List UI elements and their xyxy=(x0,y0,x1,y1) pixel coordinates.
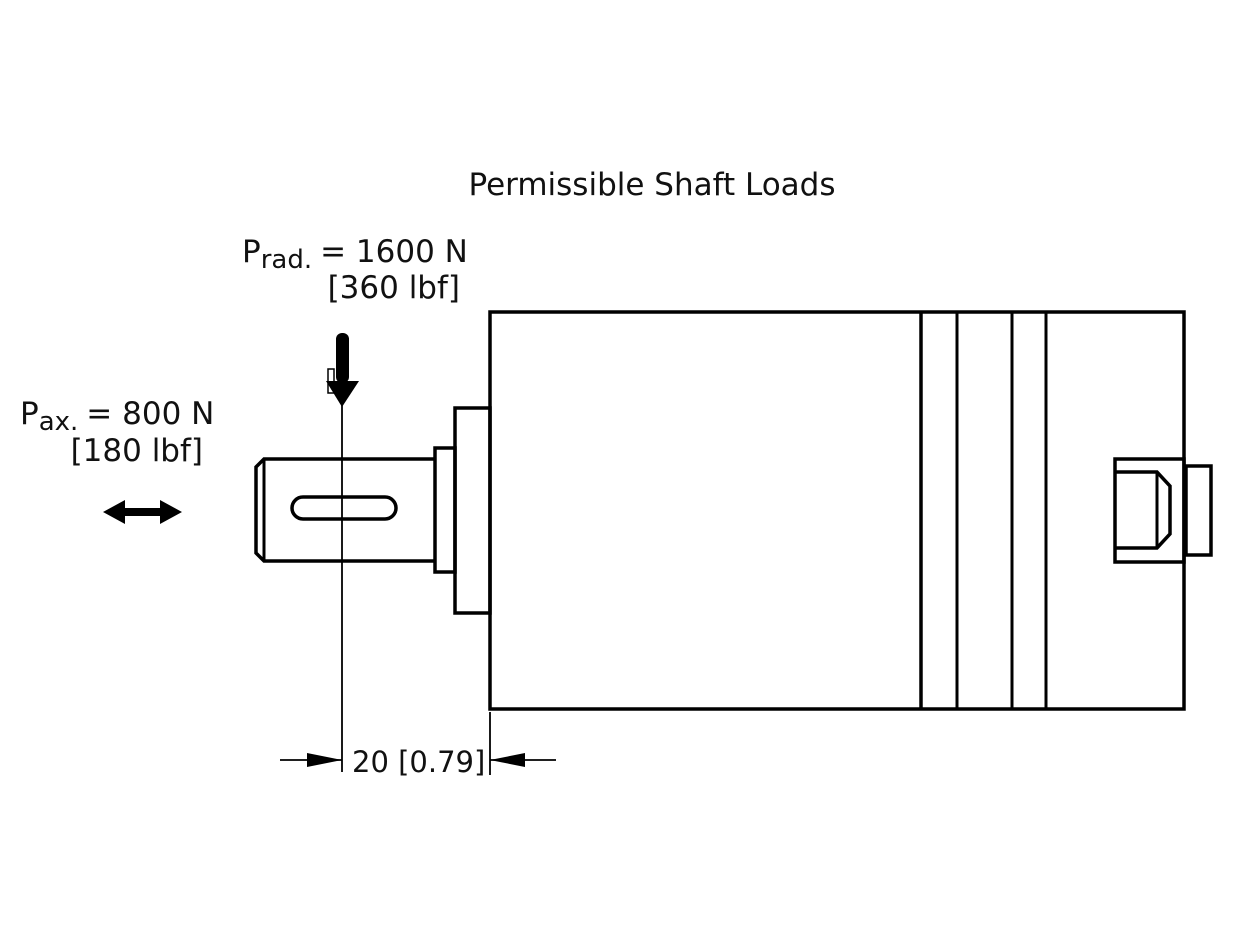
dimension-20mm: 20 [0.79] xyxy=(280,712,556,779)
keyway-slot xyxy=(290,495,398,521)
dimension-label: 20 [0.79] xyxy=(352,745,485,779)
radial-load-label: Prad.= 1600 N xyxy=(242,234,468,275)
shaft-collar xyxy=(433,446,457,574)
axial-load-label: Pax.= 800 N xyxy=(20,396,214,437)
radial-load-imperial: [360 lbf] xyxy=(328,270,460,306)
rear-input-adapter xyxy=(1113,457,1213,564)
mounting-flange xyxy=(453,406,492,615)
gearbox-body xyxy=(488,310,1186,711)
axial-double-arrow-icon xyxy=(103,500,182,524)
diagram-title: Permissible Shaft Loads xyxy=(468,167,835,203)
output-shaft xyxy=(254,406,492,615)
axial-load-imperial: [180 lbf] xyxy=(71,433,203,469)
